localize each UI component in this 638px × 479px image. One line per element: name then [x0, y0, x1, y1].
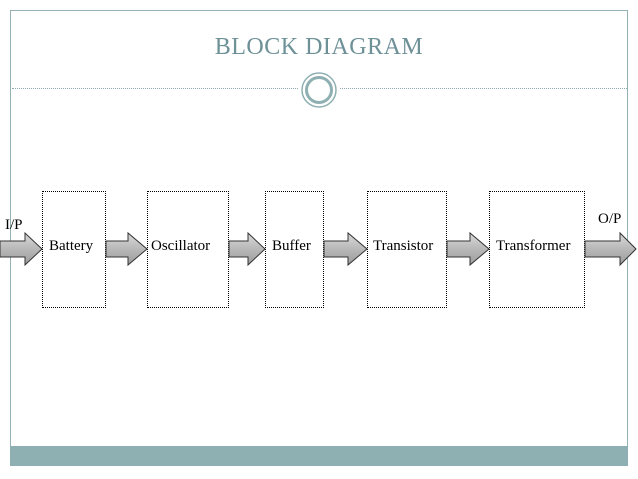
arrow-buffer-to-transistor-icon [323, 231, 368, 267]
output-label: O/P [598, 211, 622, 227]
block-label-transistor: Transistor [373, 238, 434, 254]
title-divider-left [12, 88, 298, 89]
slide-title: BLOCK DIAGRAM [214, 34, 424, 60]
arrow-transistor-to-transformer-icon [446, 231, 490, 267]
arrow-oscillator-to-buffer-icon [228, 231, 266, 267]
ring-ornament-icon [301, 72, 337, 108]
title-divider-right [340, 88, 627, 89]
arrow-battery-to-oscillator-icon [105, 231, 148, 267]
block-label-battery: Battery [49, 238, 94, 254]
block-label-buffer: Buffer [272, 238, 311, 254]
block-battery [42, 191, 106, 308]
block-transformer [489, 191, 585, 308]
block-label-oscillator: Oscillator [151, 238, 211, 254]
block-label-transformer: Transformer [496, 238, 571, 254]
input-arrow-icon [0, 231, 43, 267]
input-label: I/P [5, 217, 23, 233]
output-arrow-icon [584, 231, 637, 267]
footer-band [10, 446, 628, 466]
